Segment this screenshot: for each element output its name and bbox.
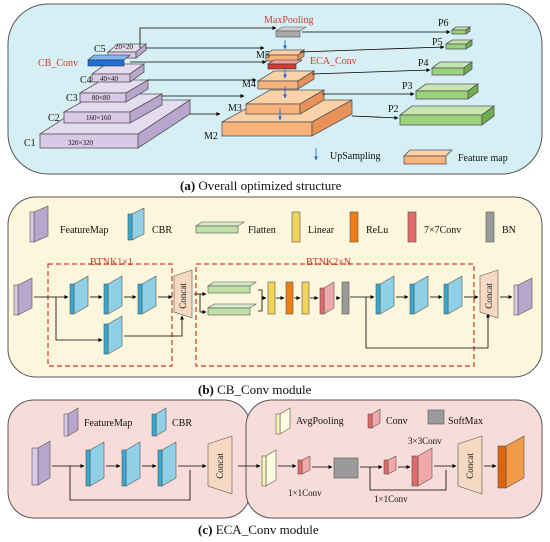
flatten-legend-icon xyxy=(195,221,245,234)
softmax-legend-label: SoftMax xyxy=(448,416,483,427)
p2-label: P2 xyxy=(388,104,399,115)
linear-legend-icon xyxy=(291,211,301,243)
p4-label: P4 xyxy=(418,58,429,69)
c4-label: C4 xyxy=(80,75,92,86)
panel-b-input-featuremap xyxy=(13,277,33,316)
panel-b-output-featuremap xyxy=(513,277,533,316)
panel-b-connections xyxy=(34,289,513,349)
c-avgpool-block xyxy=(261,449,277,487)
maxpooling-block xyxy=(275,26,307,38)
featuremap-legend-label: FeatureMap xyxy=(60,225,108,236)
c-conv1-b-label: 1×1Conv xyxy=(374,494,408,504)
c-conv3-block xyxy=(411,447,433,487)
c-conv3-label: 3×3Conv xyxy=(408,436,442,446)
conv-legend-icon xyxy=(367,408,381,429)
btnk2-box xyxy=(195,263,475,367)
cb-conv-block xyxy=(87,54,131,67)
flatten-legend-label: Flatten xyxy=(248,225,276,236)
c-left-concat-label: Concat xyxy=(215,453,225,479)
panel-c-caption: (c) ECA_Conv module xyxy=(198,522,319,537)
c1-dim: 320×320 xyxy=(68,139,93,147)
linear-legend-label: Linear xyxy=(308,225,335,236)
upsampling-legend-label: UpSampling xyxy=(330,151,381,162)
m2-label: M2 xyxy=(204,131,218,142)
c1-label: C1 xyxy=(24,138,36,149)
c-right-concat-label: Concat xyxy=(465,453,475,479)
feature-map-legend-label: Feature map xyxy=(458,153,508,164)
c3-label: C3 xyxy=(66,93,78,104)
btnk1-concat xyxy=(173,269,193,319)
relu-legend-label: ReLu xyxy=(366,225,388,236)
c2-dim: 160×160 xyxy=(86,114,111,122)
panel-a-caption: (a) Overall optimized structure xyxy=(180,178,342,193)
c-featuremap-legend-label: FeatureMap xyxy=(84,418,132,429)
conv7-legend-label: 7×7Conv xyxy=(424,225,461,236)
conv-legend-label: Conv xyxy=(386,416,408,427)
cbr-legend-label: CBR xyxy=(152,225,172,236)
cb-conv-label: CB_Conv xyxy=(38,58,78,69)
panel-b-caption: (b) CB_Conv module xyxy=(198,382,312,397)
c5-label: C5 xyxy=(94,44,106,55)
eca-conv-block xyxy=(267,59,303,70)
bn-legend-icon xyxy=(485,211,495,243)
c-conv-a xyxy=(297,455,311,475)
m5-label: M5 xyxy=(256,50,270,61)
c-conv1-a-label: 1×1Conv xyxy=(288,488,322,498)
eca-conv-label: ECA_Conv xyxy=(310,56,357,67)
btnk2-concat-label: Concat xyxy=(484,283,494,309)
c3-dim: 80×80 xyxy=(92,94,110,102)
backbone-pyramid xyxy=(38,43,192,149)
c-softmax-block xyxy=(333,457,359,479)
c-input-featuremap xyxy=(31,440,51,486)
avgpooling-legend-label: AvgPooling xyxy=(296,416,344,427)
neck-pyramid xyxy=(221,49,353,137)
c-right-connections xyxy=(238,464,497,491)
avgpooling-legend-icon xyxy=(275,407,291,435)
btnk1-concat-label: Concat xyxy=(178,283,188,309)
c-cbr-legend-icon xyxy=(151,407,167,437)
softmax-legend-icon xyxy=(427,409,445,425)
c-featuremap-legend-icon xyxy=(63,407,79,437)
btnk2-concat xyxy=(479,269,499,319)
btnk2-flatten-blocks xyxy=(207,281,257,316)
c-left-concat xyxy=(207,435,233,495)
c4-dim: 40×40 xyxy=(100,75,118,83)
feature-map-legend-icon xyxy=(403,149,453,165)
relu-legend-icon xyxy=(349,211,359,243)
bn-legend-label: BN xyxy=(502,225,516,236)
btnk2-layers xyxy=(267,281,350,315)
btnk1-cbr-blocks xyxy=(69,275,157,355)
m4-label: M4 xyxy=(242,79,256,90)
m3-label: M3 xyxy=(228,103,242,114)
maxpooling-label: MaxPooling xyxy=(264,15,313,26)
c2-label: C2 xyxy=(48,113,60,124)
c-conv-b xyxy=(383,455,397,475)
c-cbr-legend-label: CBR xyxy=(172,418,192,429)
p5-label: P5 xyxy=(432,37,443,48)
featuremap-legend-icon xyxy=(29,205,49,243)
c-left-connections xyxy=(52,464,207,501)
btnk1-label: BTNK1×1 xyxy=(90,257,133,268)
c-right-concat xyxy=(457,435,483,495)
btnk1-box xyxy=(47,263,173,367)
btnk2-label: BTNK2×N xyxy=(306,257,351,268)
c-cbr-blocks xyxy=(85,441,177,487)
cbr-legend-icon xyxy=(127,207,145,241)
btnk2-cbr-blocks xyxy=(375,275,463,315)
output-boxes xyxy=(398,26,496,126)
conv7-legend-icon xyxy=(407,211,417,243)
panel-a-connections xyxy=(130,26,451,120)
c5-dim: 20×20 xyxy=(115,43,133,51)
upsampling-arrows xyxy=(278,40,287,121)
c-output-featuremap xyxy=(497,435,525,489)
p3-label: P3 xyxy=(402,81,413,92)
p6-label: P6 xyxy=(438,18,449,29)
